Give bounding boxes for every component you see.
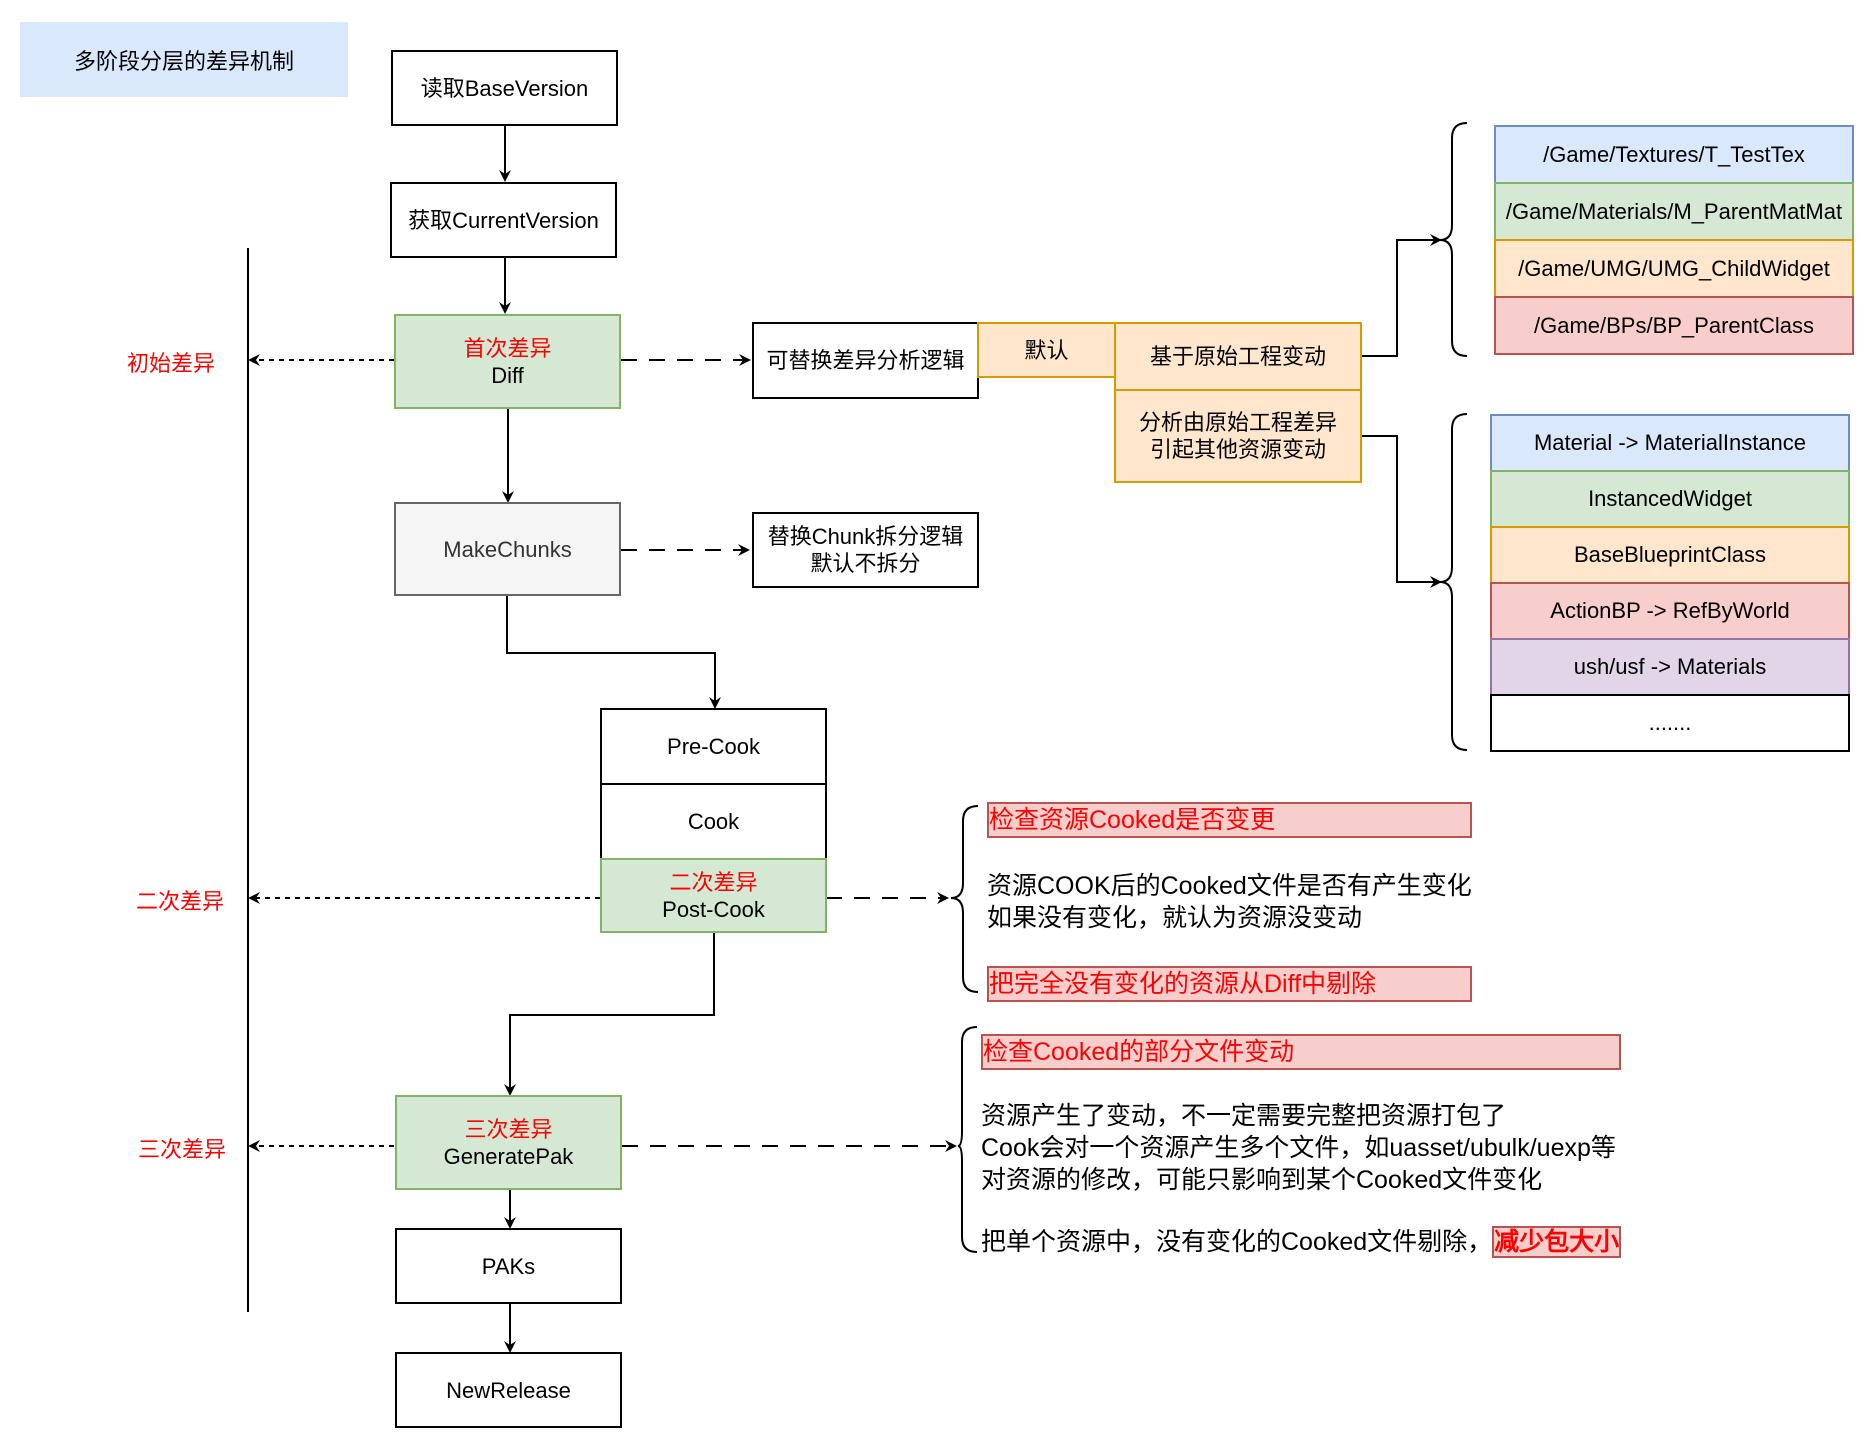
conclusion-text: 把单个资源中，没有变化的Cooked文件剔除， — [981, 1228, 1493, 1256]
node-paks[interactable]: PAKs — [395, 1228, 622, 1304]
node-label: GeneratePak — [443, 1143, 574, 1169]
asset-list-item[interactable]: /Game/BPs/BP_ParentClass — [1494, 296, 1854, 355]
node-generate-pak[interactable]: 三次差异 GeneratePak — [395, 1095, 622, 1190]
note-line: 对资源的修改，可能只影响到某个Cooked文件变化 — [981, 1166, 1543, 1194]
node-tag: 三次差异 — [464, 1116, 553, 1142]
node-chunk-logic[interactable]: 替换Chunk拆分逻辑 默认不拆分 — [752, 512, 979, 588]
note-line: 资源产生了变动，不一定需要完整把资源打包了 — [981, 1102, 1507, 1130]
node-label: PAKs — [481, 1253, 536, 1279]
asset-list-item[interactable]: /Game/UMG/UMG_ChildWidget — [1494, 239, 1854, 298]
node-label: NewRelease — [446, 1377, 571, 1403]
asset-list-item-label: BaseBlueprintClass — [1574, 542, 1766, 567]
note-conclusion: 把完全没有变化的资源从Diff中剔除 — [987, 966, 1472, 1002]
asset-list-item[interactable]: /Game/Materials/M_ParentMatMat — [1494, 182, 1854, 241]
node-pre-cook[interactable]: Pre-Cook — [600, 708, 827, 785]
side-label-third-diff: 三次差异 — [138, 1137, 227, 1162]
note-line: Cook会对一个资源产生多个文件，如uasset/ubulk/uexp等 — [981, 1134, 1616, 1162]
asset-list-item-label: Material -> MaterialInstance — [1533, 430, 1807, 455]
node-replaceable-diff-logic[interactable]: 可替换差异分析逻辑 — [752, 322, 979, 399]
asset-list-item-label: /Game/Textures/T_TestTex — [1543, 141, 1805, 167]
note-heading: 检查资源Cooked是否变更 — [987, 802, 1472, 838]
node-get-current-version[interactable]: 获取CurrentVersion — [390, 182, 617, 258]
node-tag: 二次差异 — [669, 869, 758, 895]
note-generate-pak: 检查Cooked的部分文件变动 资源产生了变动，不一定需要完整把资源打包了 Co… — [981, 1034, 1622, 1258]
note-conclusion: 把单个资源中，没有变化的Cooked文件剔除，减少包大小 — [981, 1226, 1622, 1258]
side-label-second-diff: 二次差异 — [136, 889, 225, 914]
connector-option2-to-list2 — [1362, 435, 1442, 588]
node-label: MakeChunks — [443, 536, 572, 562]
node-option-original-changes[interactable]: 基于原始工程变动 — [1114, 322, 1362, 391]
asset-list-item-label: InstancedWidget — [1588, 486, 1752, 511]
note-post-cook: 检查资源Cooked是否变更 资源COOK后的Cooked文件是否有产生变化 如… — [987, 802, 1472, 1002]
node-label: 引起其他资源变动 — [1149, 437, 1326, 462]
node-cook[interactable]: Cook — [600, 783, 827, 860]
node-post-cook[interactable]: 二次差异 Post-Cook — [600, 858, 827, 933]
conclusion-emphasis: 减少包大小 — [1492, 1226, 1622, 1258]
diagram-title: 多阶段分层的差异机制 — [20, 22, 348, 97]
asset-list-item[interactable]: ActionBP -> RefByWorld — [1490, 582, 1850, 640]
node-default[interactable]: 默认 — [977, 322, 1116, 378]
brace-list-1 — [1439, 122, 1468, 357]
node-diff[interactable]: 首次差异 Diff — [394, 314, 621, 409]
asset-list-item-label: /Game/Materials/M_ParentMatMat — [1505, 198, 1843, 224]
note-heading: 检查Cooked的部分文件变动 — [981, 1034, 1622, 1070]
node-tag: 首次差异 — [463, 335, 552, 361]
asset-list-item-label: ush/usf -> Materials — [1573, 654, 1767, 679]
node-label: 默认 — [1024, 337, 1069, 363]
asset-list-item[interactable]: /Game/Textures/T_TestTex — [1494, 125, 1854, 184]
node-label: 获取CurrentVersion — [408, 207, 599, 233]
brace-list-2 — [1439, 413, 1468, 751]
asset-list-item-label: ActionBP -> RefByWorld — [1550, 598, 1790, 623]
node-make-chunks[interactable]: MakeChunks — [394, 502, 621, 596]
node-new-release[interactable]: NewRelease — [395, 1352, 622, 1428]
node-label: 读取BaseVersion — [420, 75, 589, 101]
asset-list-item-label: ....... — [1648, 710, 1692, 735]
arrow-postcook-to-generatepak — [504, 933, 715, 1096]
note-line: 资源COOK后的Cooked文件是否有产生变化 — [987, 872, 1472, 900]
node-label: Pre-Cook — [667, 734, 760, 759]
node-label: Post-Cook — [662, 896, 765, 922]
node-label: Diff — [491, 362, 524, 388]
brace-note-post-cook — [950, 805, 979, 993]
asset-list-item-label: /Game/BPs/BP_ParentClass — [1533, 312, 1814, 338]
node-label: Cook — [687, 809, 740, 834]
node-label: 替换Chunk拆分逻辑 — [767, 524, 964, 549]
asset-list-item-label: /Game/UMG/UMG_ChildWidget — [1518, 255, 1830, 281]
brace-note-generate-pak — [957, 1026, 978, 1253]
side-label-first-diff: 初始差异 — [127, 351, 216, 376]
node-option-derived-changes[interactable]: 分析由原始工程差异 引起其他资源变动 — [1114, 389, 1362, 483]
node-label: 基于原始工程变动 — [1149, 344, 1326, 369]
asset-list-item[interactable]: BaseBlueprintClass — [1490, 526, 1850, 584]
node-label: 默认不拆分 — [810, 551, 921, 576]
asset-list-item[interactable]: ....... — [1490, 694, 1850, 752]
asset-list-item[interactable]: ush/usf -> Materials — [1490, 638, 1850, 696]
connector-option1-to-list1 — [1362, 234, 1442, 357]
asset-list-item[interactable]: InstancedWidget — [1490, 470, 1850, 528]
asset-list-item[interactable]: Material -> MaterialInstance — [1490, 414, 1850, 472]
node-label: 分析由原始工程差异 — [1138, 410, 1337, 435]
arrow-chunks-to-precook — [506, 596, 721, 709]
note-line: 如果没有变化，就认为资源没变动 — [987, 904, 1363, 932]
node-read-base-version[interactable]: 读取BaseVersion — [391, 50, 618, 126]
node-label: 可替换差异分析逻辑 — [766, 348, 965, 373]
